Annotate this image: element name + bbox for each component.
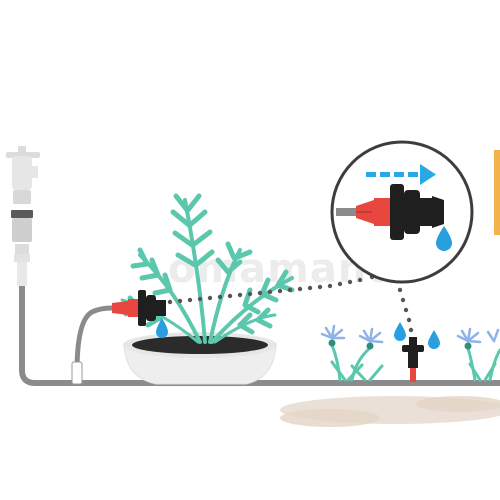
water-drop-icon xyxy=(436,226,452,251)
dripper-icon xyxy=(356,184,444,240)
water-drop-icon xyxy=(428,330,440,349)
magnifier-detail xyxy=(330,140,474,284)
dripper-icon xyxy=(112,290,166,326)
main-supply-pipe xyxy=(19,282,500,386)
plant-pot xyxy=(123,332,277,385)
flower-plants xyxy=(320,324,500,382)
water-drop-icon xyxy=(394,322,406,341)
faucet-icon xyxy=(6,146,40,286)
branch-pipe xyxy=(71,305,113,385)
connector-dots xyxy=(167,274,414,333)
edge-accent xyxy=(494,150,500,235)
ground-soil xyxy=(280,396,500,427)
dripper-icon xyxy=(402,337,424,382)
flow-arrow-icon xyxy=(366,164,436,185)
water-drop-icon xyxy=(156,318,168,338)
